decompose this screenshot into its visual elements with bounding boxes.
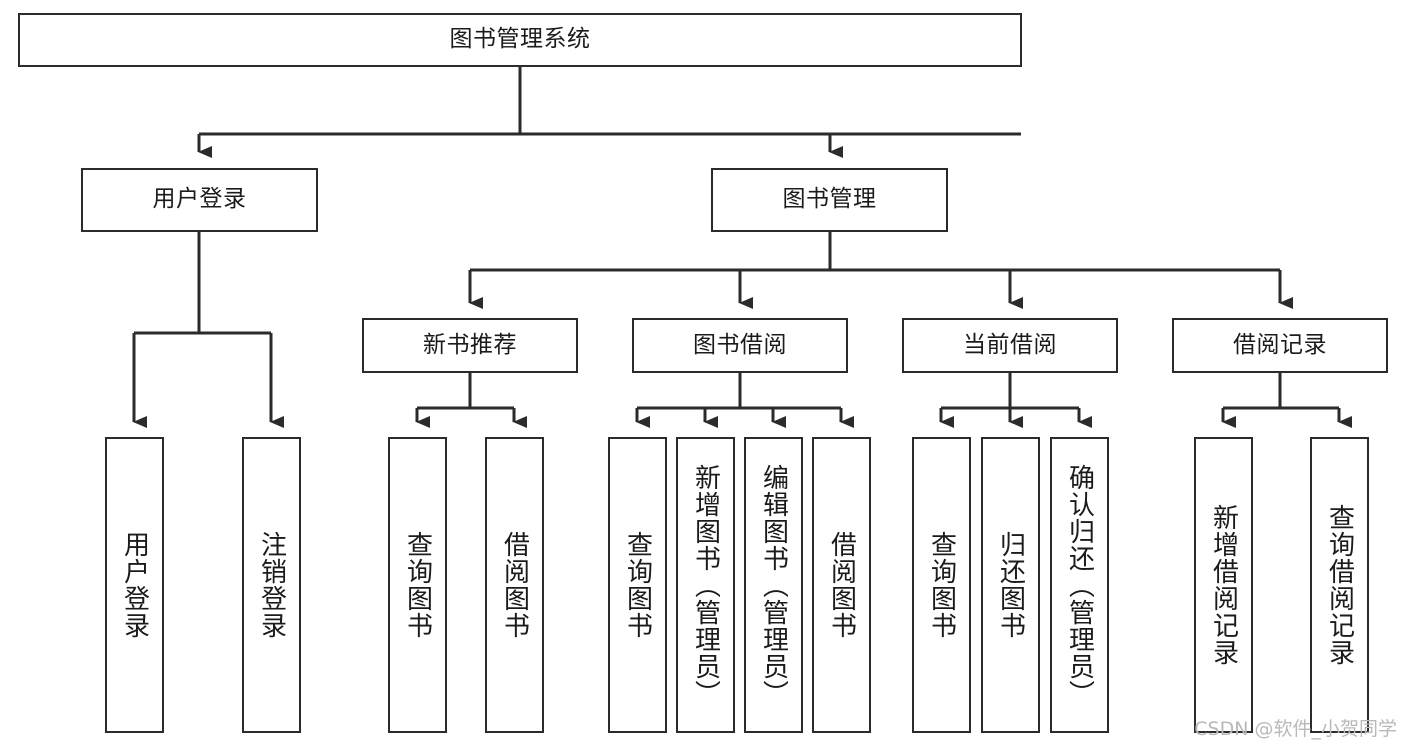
node-current-borrow-label: 当前借阅 bbox=[963, 331, 1057, 358]
node-user-login-label: 用户登录 bbox=[152, 186, 247, 213]
node-leaf-query-record[interactable]: 查询借阅记录 bbox=[1310, 437, 1369, 733]
node-leaf-borrow-book-1[interactable]: 借阅图书 bbox=[485, 437, 544, 733]
node-leaf-add-book[interactable]: 新增图书（管理员） bbox=[676, 437, 735, 733]
node-leaf-confirm-return-label: 确认归还（管理员） bbox=[1065, 463, 1094, 707]
node-root[interactable]: 图书管理系统 bbox=[18, 13, 1022, 67]
node-leaf-borrow-book-2-label: 借阅图书 bbox=[827, 531, 856, 639]
node-book-manage-label: 图书管理 bbox=[782, 186, 877, 213]
node-leaf-return-book[interactable]: 归还图书 bbox=[981, 437, 1040, 733]
node-new-book-rec[interactable]: 新书推荐 bbox=[362, 318, 578, 373]
node-leaf-query-book-3[interactable]: 查询图书 bbox=[912, 437, 971, 733]
node-leaf-confirm-return[interactable]: 确认归还（管理员） bbox=[1050, 437, 1109, 733]
csdn-watermark: CSDN @软件_小贺同学 bbox=[1194, 718, 1397, 740]
node-leaf-borrow-book-2[interactable]: 借阅图书 bbox=[812, 437, 871, 733]
node-book-borrow[interactable]: 图书借阅 bbox=[632, 318, 848, 373]
node-leaf-return-book-label: 归还图书 bbox=[996, 531, 1025, 639]
node-borrow-record-label: 借阅记录 bbox=[1233, 331, 1327, 358]
node-leaf-edit-book-label: 编辑图书（管理员） bbox=[759, 463, 788, 707]
node-leaf-user-login[interactable]: 用户登录 bbox=[105, 437, 164, 733]
node-user-login[interactable]: 用户登录 bbox=[81, 168, 318, 232]
node-leaf-user-logout-label: 注销登录 bbox=[257, 531, 286, 639]
node-leaf-edit-book[interactable]: 编辑图书（管理员） bbox=[744, 437, 803, 733]
node-root-label: 图书管理系统 bbox=[449, 26, 591, 53]
node-leaf-borrow-book-1-label: 借阅图书 bbox=[500, 531, 529, 639]
node-new-book-rec-label: 新书推荐 bbox=[423, 331, 517, 358]
node-leaf-add-record[interactable]: 新增借阅记录 bbox=[1194, 437, 1253, 733]
node-leaf-user-logout[interactable]: 注销登录 bbox=[242, 437, 301, 733]
node-borrow-record[interactable]: 借阅记录 bbox=[1172, 318, 1388, 373]
node-book-manage[interactable]: 图书管理 bbox=[711, 168, 948, 232]
node-leaf-add-book-label: 新增图书（管理员） bbox=[691, 463, 720, 707]
node-book-borrow-label: 图书借阅 bbox=[693, 331, 787, 358]
node-leaf-add-record-label: 新增借阅记录 bbox=[1209, 504, 1238, 666]
node-leaf-query-book-1[interactable]: 查询图书 bbox=[388, 437, 447, 733]
node-leaf-query-book-1-label: 查询图书 bbox=[403, 531, 432, 639]
node-leaf-query-book-2[interactable]: 查询图书 bbox=[608, 437, 667, 733]
node-leaf-query-record-label: 查询借阅记录 bbox=[1325, 504, 1354, 666]
node-current-borrow[interactable]: 当前借阅 bbox=[902, 318, 1118, 373]
node-leaf-query-book-2-label: 查询图书 bbox=[623, 531, 652, 639]
node-leaf-user-login-label: 用户登录 bbox=[120, 531, 149, 639]
node-leaf-query-book-3-label: 查询图书 bbox=[927, 531, 956, 639]
